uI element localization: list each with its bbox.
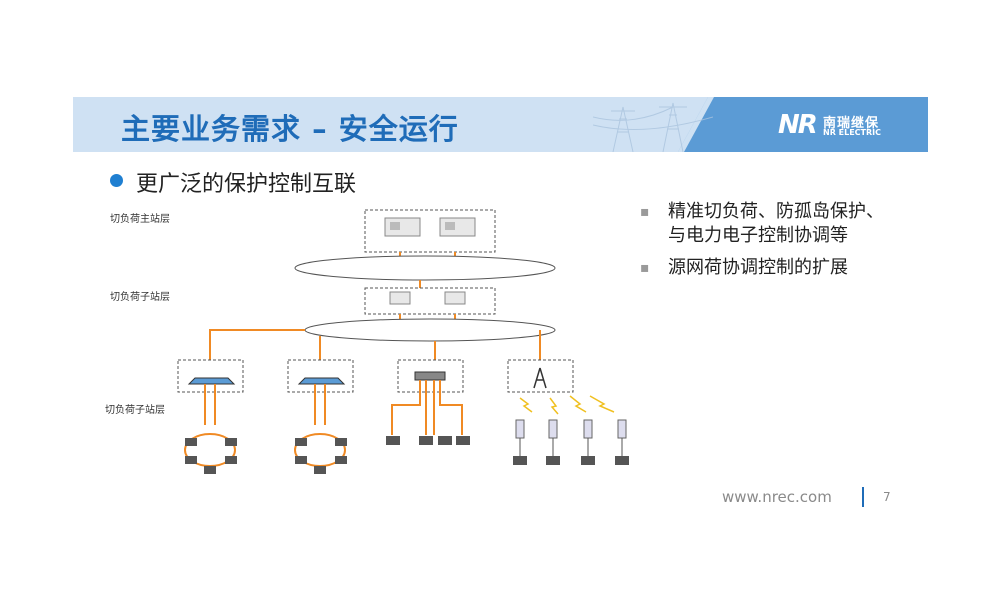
subheading-text: 更广泛的保护控制互联 <box>136 172 357 197</box>
bullet-text: 精准切负荷、防孤岛保护、与电力电子控制协调等 <box>668 201 884 246</box>
logo-mark: NR <box>778 110 818 140</box>
layer-label-sub2: 切负荷子站层 <box>105 403 165 416</box>
layer-label-master: 切负荷主站层 <box>110 212 170 225</box>
lower-group-1 <box>177 359 244 474</box>
footer-url: www.nrec.com <box>722 488 832 506</box>
lower-group-2 <box>287 359 354 474</box>
banner-decoration <box>678 97 928 152</box>
network-diagram: 切负荷主站层 切负荷子站层 切负荷子站层 <box>100 200 640 490</box>
network-ellipse-mid <box>304 318 556 342</box>
network-diagram-svg: 切负荷主站层 切负荷子站层 切负荷子站层 <box>105 209 629 474</box>
footer-divider <box>862 487 864 507</box>
bullet-text: 源网荷协调控制的扩展 <box>668 257 848 278</box>
logo-english-name: NR ELECTRIC <box>823 128 882 137</box>
layer-label-sub1: 切负荷子站层 <box>110 290 170 303</box>
header-banner: 主要业务需求 – 安全运行 <box>73 97 928 152</box>
distribution-links <box>209 329 541 360</box>
master-station <box>364 209 496 253</box>
antenna-icon <box>533 367 547 389</box>
substation-level1 <box>364 287 496 315</box>
lower-group-3 <box>386 359 470 445</box>
bullet-square-icon: ▪ <box>640 204 650 220</box>
bullet-list: ▪ 精准切负荷、防孤岛保护、与电力电子控制协调等 ▪ 源网荷协调控制的扩展 <box>640 200 900 288</box>
network-ellipse-top <box>294 255 556 281</box>
slide-title: 主要业务需求 – 安全运行 <box>121 112 459 146</box>
bullet-dot-icon <box>110 174 123 187</box>
bullet-item: ▪ 源网荷协调控制的扩展 <box>640 256 900 280</box>
bullet-square-icon: ▪ <box>640 260 650 276</box>
page-number: 7 <box>883 490 891 504</box>
tower-watermark-icon <box>593 102 713 152</box>
lower-group-4 <box>507 359 629 465</box>
logo-chinese-name: 南瑞继保 <box>823 116 880 131</box>
bullet-item: ▪ 精准切负荷、防孤岛保护、与电力电子控制协调等 <box>640 200 900 248</box>
company-logo: NR 南瑞继保 NR ELECTRIC <box>778 110 913 140</box>
